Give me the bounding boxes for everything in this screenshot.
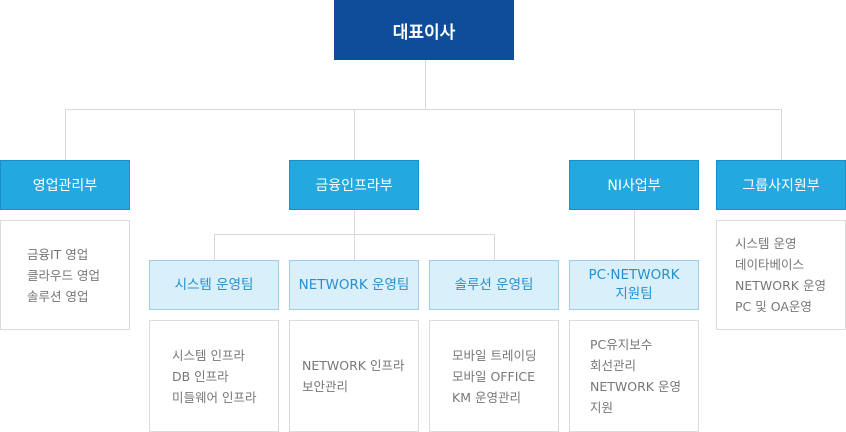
detail-item: 모바일 트레이딩: [452, 347, 537, 363]
detail-item: 시스템 운영: [735, 236, 797, 251]
ceo-label: 대표이사: [392, 22, 456, 43]
team-network-ops: NETWORK 운영팀: [289, 260, 419, 310]
connector-finance-trunk: [354, 210, 355, 260]
dept-label: NI사업부: [607, 178, 661, 194]
dept-label: 그룹사지원부: [742, 178, 820, 194]
team-label-line1: PC·NETWORK: [588, 267, 680, 283]
dept-finance-infra: 금융인프라부: [289, 160, 419, 210]
connector-ni-trunk: [634, 210, 635, 260]
detail-item: 모바일 OFFICE: [452, 368, 536, 384]
detail-item: KM 운영관리: [452, 389, 521, 405]
team-label: 시스템 운영팀: [174, 276, 254, 293]
team-label: 솔루션 운영팀: [454, 276, 534, 293]
dept-label: 금융인프라부: [315, 178, 393, 194]
ceo-node: 대표이사: [334, 0, 514, 60]
detail-item: DB 인프라: [172, 368, 229, 384]
connector-team-1: [214, 234, 215, 260]
team-label-line2: 지원팀: [615, 286, 653, 302]
detail-item: NETWORK 운영: [590, 379, 681, 394]
team-system-ops: 시스템 운영팀: [149, 260, 279, 310]
dept-group-support: 그룹사지원부: [716, 160, 846, 210]
detail-item: 미들웨어 인프라: [172, 389, 257, 405]
detail-item: 솔루션 영업: [27, 288, 89, 304]
detail-sales-management: 금융IT 영업 클라우드 영업 솔루션 영업: [0, 220, 130, 330]
team-pc-network-support: PC·NETWORK 지원팀: [569, 260, 699, 310]
detail-item: NETWORK 운영: [735, 278, 826, 293]
detail-system-ops: 시스템 인프라 DB 인프라 미들웨어 인프라: [149, 320, 279, 432]
connector-dept-4: [781, 109, 782, 160]
connector-dept-1: [65, 109, 66, 160]
dept-label: 영업관리부: [32, 178, 98, 194]
connector-team-bus: [214, 234, 495, 235]
team-label: NETWORK 운영팀: [298, 276, 410, 293]
detail-item: 지원: [590, 400, 614, 415]
detail-item: PC 및 OA운영: [735, 299, 812, 314]
detail-item: NETWORK 인프라: [302, 358, 405, 373]
connector-team-3: [494, 234, 495, 260]
connector-dept-3: [634, 109, 635, 160]
connector-ceo-trunk: [425, 60, 426, 109]
detail-item: 회선관리: [590, 358, 637, 373]
dept-ni-business: NI사업부: [569, 160, 699, 210]
detail-item: 금융IT 영업: [27, 246, 89, 262]
detail-item: 시스템 인프라: [172, 347, 245, 363]
dept-sales-management: 영업관리부: [0, 160, 130, 210]
connector-dept-bus: [65, 109, 782, 110]
detail-network-ops: NETWORK 인프라 보안관리: [289, 320, 419, 432]
detail-group-support: 시스템 운영 데이타베이스 NETWORK 운영 PC 및 OA운영: [716, 220, 846, 330]
detail-item: 보안관리: [302, 379, 349, 394]
detail-pc-network-support: PC유지보수 회선관리 NETWORK 운영 지원: [569, 320, 699, 432]
detail-item: 데이타베이스: [735, 257, 805, 272]
detail-solution-ops: 모바일 트레이딩 모바일 OFFICE KM 운영관리: [429, 320, 559, 432]
detail-item: PC유지보수: [590, 337, 653, 352]
team-solution-ops: 솔루션 운영팀: [429, 260, 559, 310]
detail-item: 클라우드 영업: [27, 267, 100, 283]
connector-dept-2: [354, 109, 355, 160]
